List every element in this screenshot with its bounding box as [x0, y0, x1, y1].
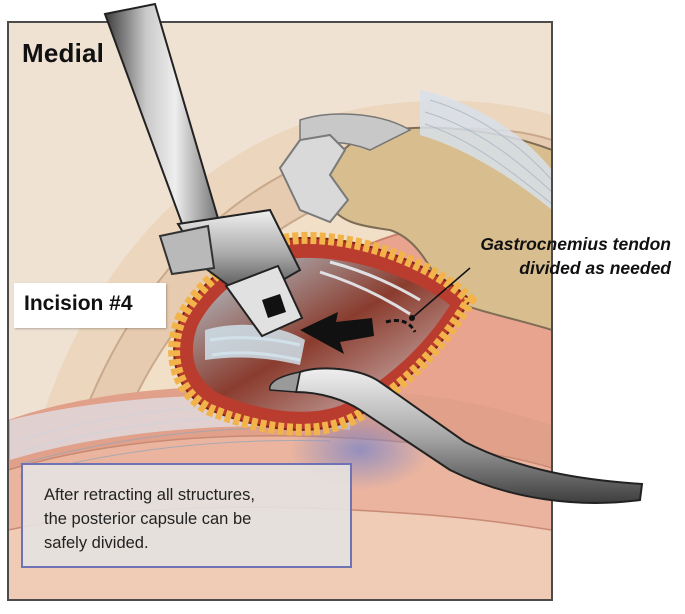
tendon-label-line-2: divided as needed [519, 258, 671, 278]
tendon-label: Gastrocnemius tendon divided as needed [421, 232, 671, 280]
incision-label: Incision #4 [24, 292, 133, 315]
orientation-label: Medial [22, 38, 105, 68]
upper-retractor [103, 2, 304, 338]
caption-text: After retracting all structures, the pos… [44, 486, 255, 552]
caption-box [21, 463, 352, 568]
lower-retractor [269, 367, 644, 504]
tendon-leader-line [411, 267, 471, 319]
tendon-label-line-1: Gastrocnemius tendon [480, 234, 671, 254]
direction-arrow-icon [300, 312, 374, 354]
incision-label-box [14, 283, 166, 328]
